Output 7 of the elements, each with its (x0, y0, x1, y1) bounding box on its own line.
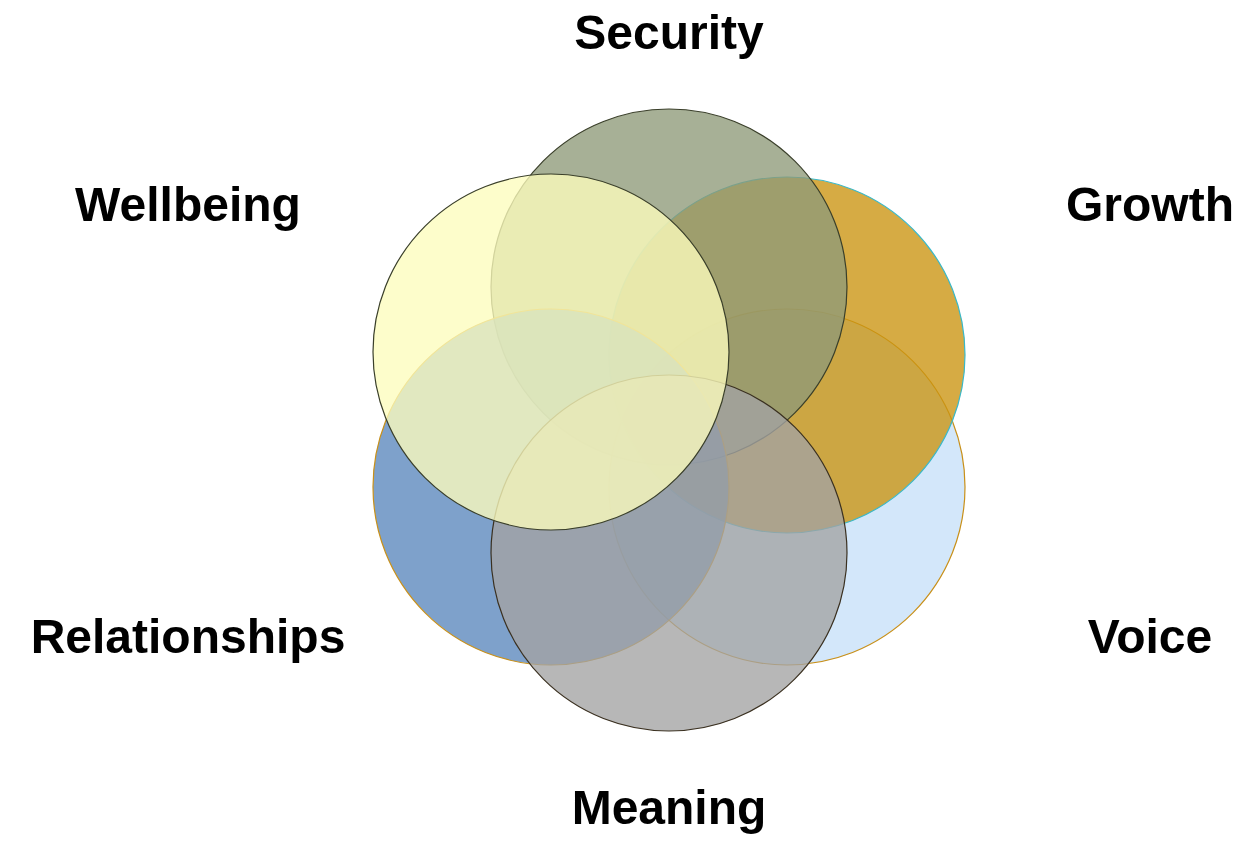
circle-label: Security (574, 6, 764, 60)
circle-label: Relationships (30, 610, 346, 664)
circle-label: Growth (1066, 178, 1234, 232)
venn-circle (372, 173, 730, 531)
circle-label: Meaning (571, 781, 767, 835)
circle-label: Wellbeing (75, 178, 301, 232)
circle-label: Voice (1087, 610, 1213, 664)
